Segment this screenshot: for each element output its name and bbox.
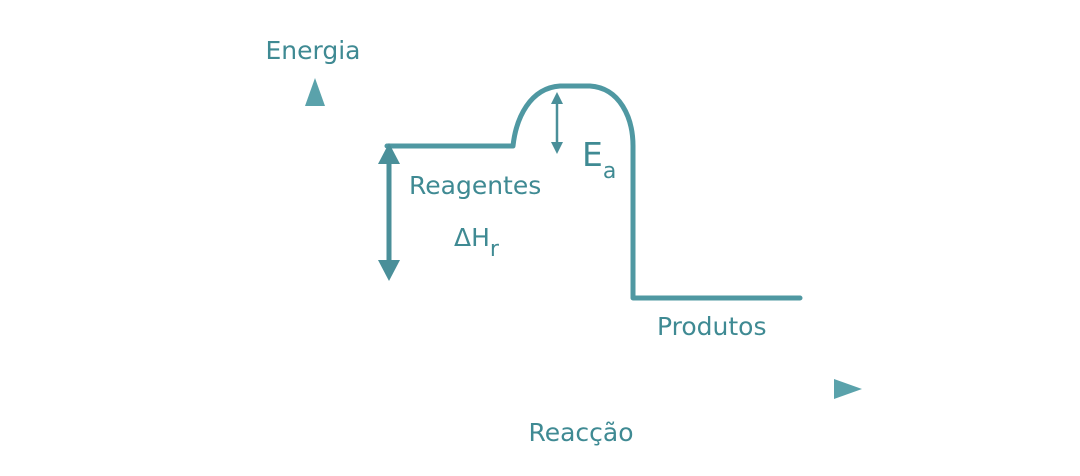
activation-energy-label: Ea	[582, 135, 616, 184]
enthalpy-symbol: ΔH	[454, 223, 490, 252]
activation-energy-main: E	[582, 135, 603, 174]
enthalpy-arrow-down-head	[378, 260, 400, 281]
x-axis-title: Reacção	[528, 418, 633, 447]
enthalpy-label: ΔHr	[454, 223, 500, 262]
energy-curve	[384, 83, 803, 301]
activation-energy-sub: a	[603, 159, 616, 184]
y-axis-title: Energia	[266, 36, 361, 65]
y-axis-arrowhead	[305, 78, 325, 106]
x-axis-arrowhead	[834, 379, 862, 399]
reactants-label: Reagentes	[409, 171, 541, 200]
activation-arrow-up-head	[551, 92, 563, 104]
products-label: Produtos	[657, 312, 767, 341]
activation-arrow-down-head	[551, 142, 563, 154]
enthalpy-arrow-up-head	[378, 143, 400, 164]
enthalpy-sub: r	[490, 237, 500, 262]
